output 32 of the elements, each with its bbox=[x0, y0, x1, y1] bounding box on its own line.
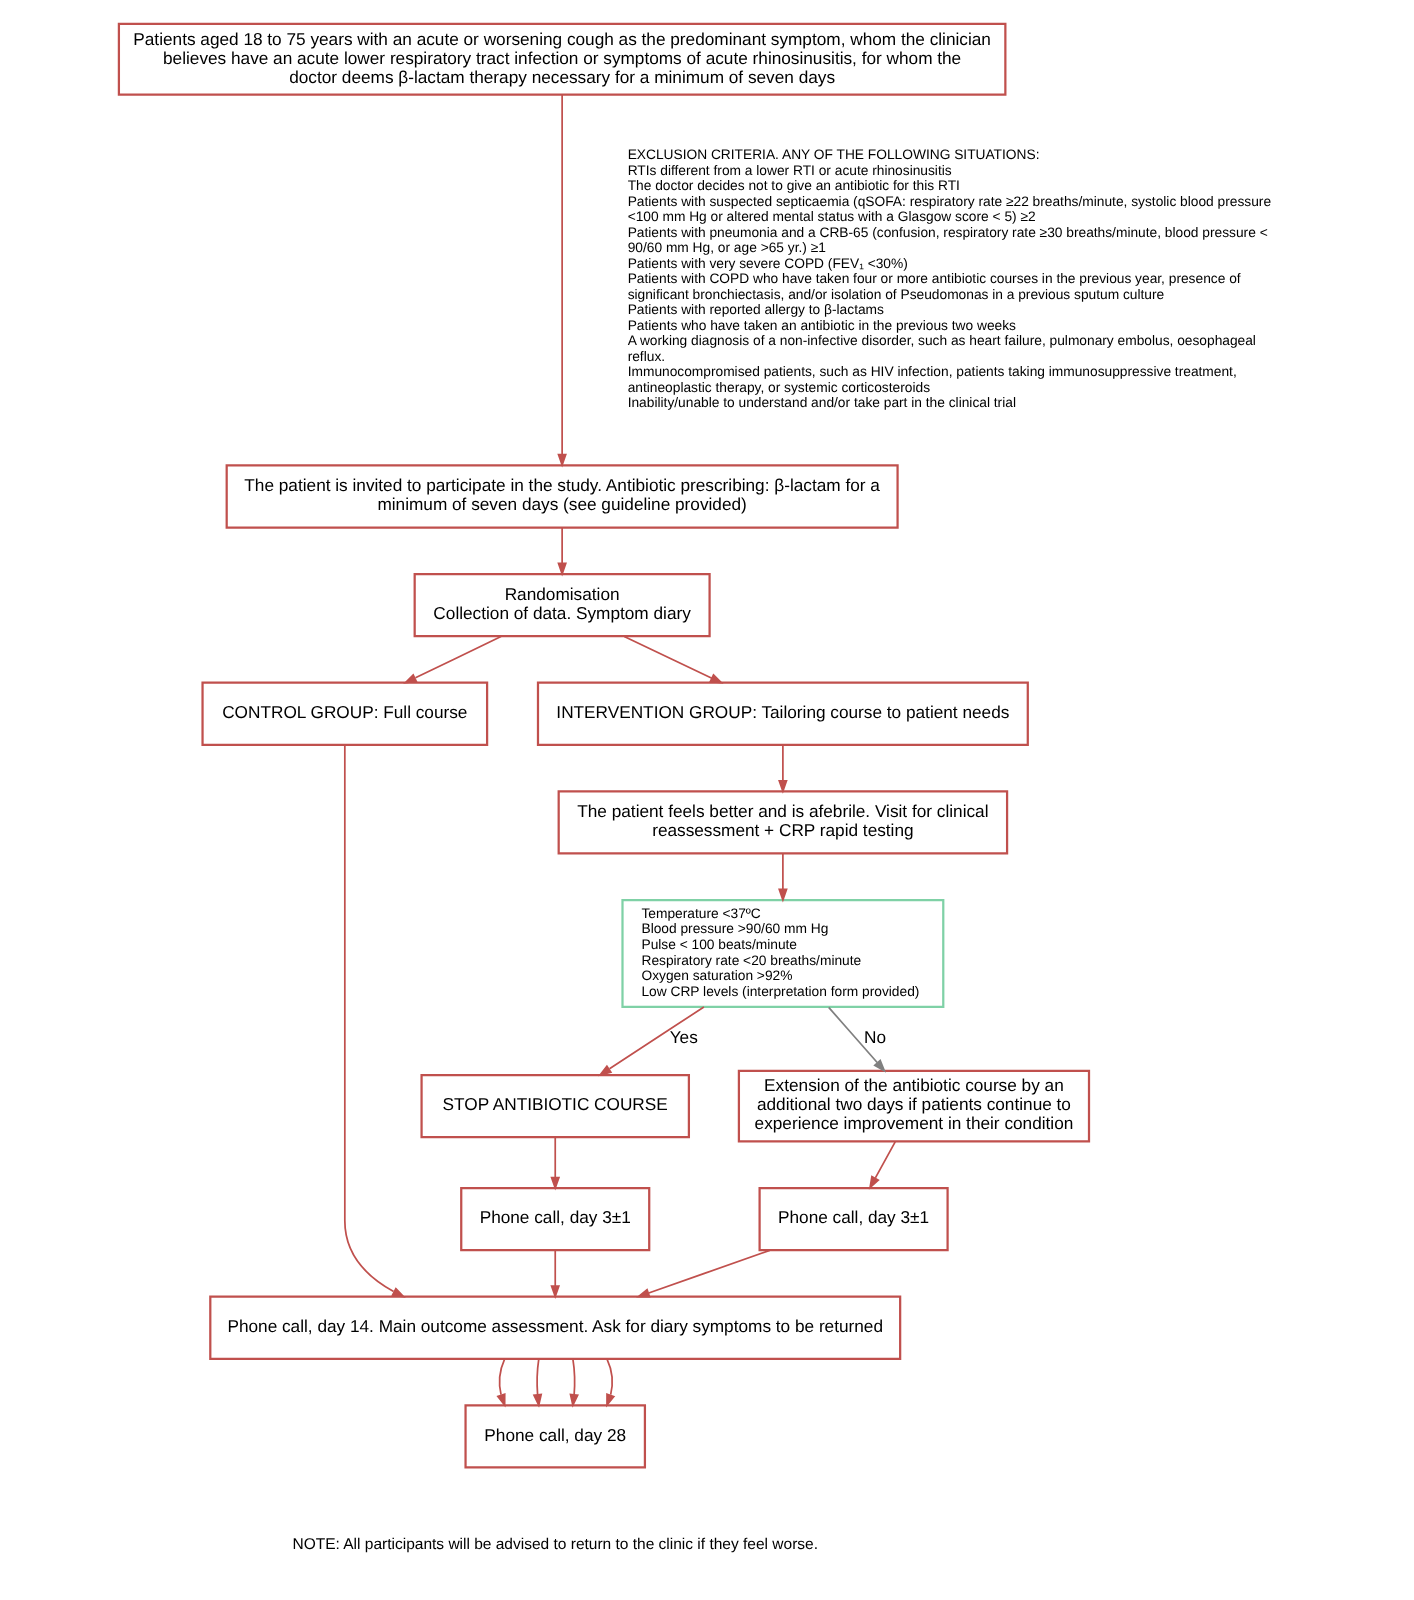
node-box: STOP ANTIBIOTIC COURSE bbox=[420, 1073, 690, 1139]
node-box: The patient is invited to participate in the study. Antibiotic prescribing: β-lactam for a minimum of seven days (see guideline provided) bbox=[225, 464, 899, 529]
node-box: INTERVENTION GROUP: Tailoring course to patient needs bbox=[536, 681, 1029, 746]
arrow bbox=[778, 852, 788, 903]
arrow bbox=[598, 1006, 705, 1077]
node-box: Patients aged 18 to 75 years with an acute or worsening cough as the predominant symptom, whom the clinician believes have an acute lower respiratory tract infection or symptoms of acute rhinosinusitis, for whom the doctor deems β-lactam therapy necessary for a minimum of seven days bbox=[117, 22, 1007, 96]
node-box: Phone call, day 3±1 bbox=[758, 1186, 949, 1252]
arrow bbox=[496, 1358, 506, 1408]
node-box: Extension of the antibiotic course by an additional two days if patients continue to experience improvement in their condition bbox=[737, 1069, 1091, 1143]
arrow bbox=[623, 635, 724, 684]
arrow bbox=[550, 1249, 561, 1300]
edge-label: Yes bbox=[669, 1027, 698, 1048]
arrow bbox=[868, 1141, 897, 1190]
arrow bbox=[606, 1358, 616, 1408]
arrow bbox=[569, 1358, 579, 1408]
node-box: Phone call, day 14. Main outcome assessment. Ask for diary symptoms to be returned bbox=[209, 1295, 902, 1360]
node-box: CONTROL GROUP: Full course bbox=[201, 681, 489, 746]
arrow bbox=[550, 1136, 561, 1191]
arrow bbox=[403, 635, 502, 684]
arrow bbox=[778, 744, 788, 794]
node-box: Phone call, day 3±1 bbox=[460, 1186, 651, 1252]
arrow bbox=[557, 94, 567, 468]
arrow bbox=[532, 1358, 543, 1408]
edge-label: No bbox=[864, 1027, 887, 1048]
node-box: Randomisation Collection of data. Symptom diary bbox=[413, 572, 711, 638]
arrow bbox=[827, 1006, 887, 1073]
node-box: The patient feels better and is afebrile. Visit for clinical reassessment + CRP rapid testing bbox=[557, 790, 1009, 855]
arrow bbox=[636, 1249, 771, 1298]
arrow bbox=[557, 527, 567, 577]
arrow bbox=[343, 744, 406, 1298]
label: NOTE: All participants will be advised to return to the clinic if they feel worse. bbox=[292, 1534, 818, 1553]
node-box: Phone call, day 28 bbox=[464, 1404, 647, 1469]
